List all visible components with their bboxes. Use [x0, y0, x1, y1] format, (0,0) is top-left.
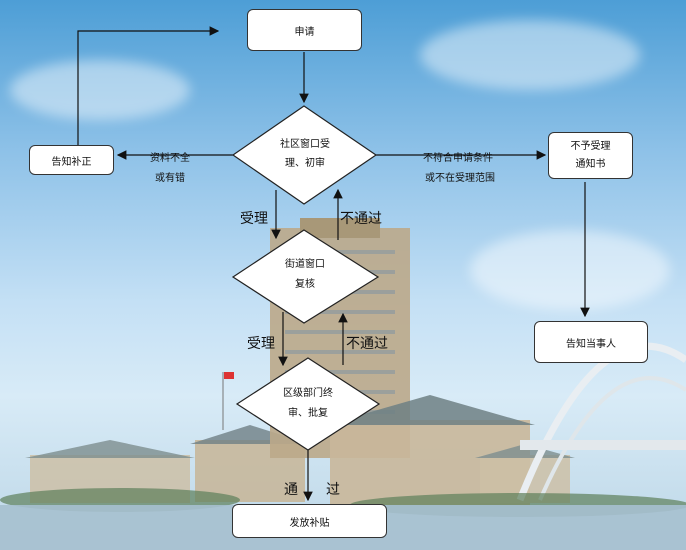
- reject-notice-label-1: 不予受理: [570, 140, 611, 152]
- pass-label-2: 过: [326, 482, 340, 498]
- background-cloud: [10, 60, 190, 120]
- arrow-notify-to-apply: [77, 26, 220, 145]
- community-review-label-1: 社区窗口受: [280, 137, 330, 150]
- community-review-diamond: [231, 105, 378, 205]
- apply-node: 申请: [247, 9, 362, 51]
- reject-notice-node: 不予受理 通知书: [548, 132, 633, 179]
- issue-subsidy-node: 发放补贴: [232, 504, 387, 538]
- district-review-label-2: 审、批复: [288, 406, 328, 419]
- incomplete-label-1: 资料不全: [150, 153, 190, 164]
- notify-correction-node: 告知补正: [29, 145, 114, 175]
- district-review-diamond: [235, 357, 381, 451]
- background-cloud: [420, 20, 640, 90]
- district-review-label-1: 区级部门终: [283, 386, 333, 399]
- incomplete-label-2: 或有错: [155, 173, 185, 184]
- accept-label-1: 受理: [240, 211, 268, 227]
- street-review-diamond: [231, 229, 380, 324]
- reject-label-2: 不通过: [346, 336, 388, 352]
- inform-party-node: 告知当事人: [534, 321, 648, 363]
- reject-label-1: 不通过: [340, 211, 382, 227]
- community-review-label-2: 理、初审: [285, 156, 325, 169]
- street-review-label-2: 复核: [295, 277, 315, 290]
- pass-label-1: 通: [284, 482, 298, 498]
- background-cloud: [470, 230, 670, 310]
- reject-notice-label-2: 通知书: [575, 158, 606, 170]
- nonconform-label-1: 不符合申请条件: [423, 153, 493, 164]
- street-review-label-1: 街道窗口: [285, 257, 325, 270]
- accept-label-2: 受理: [247, 336, 275, 352]
- nonconform-label-2: 或不在受理范围: [425, 173, 495, 184]
